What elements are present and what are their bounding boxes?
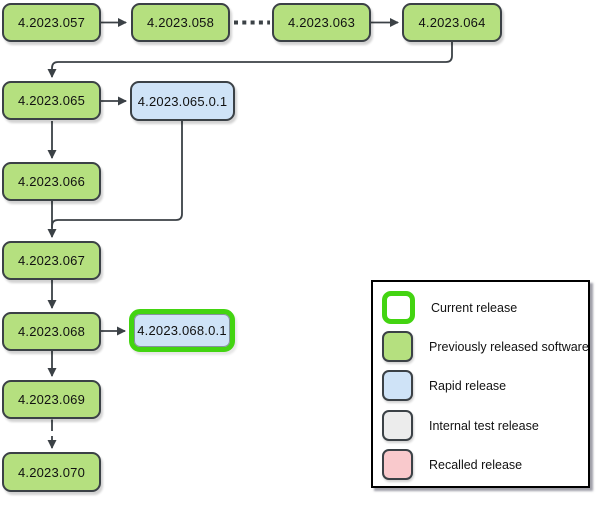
edge-064-065 [47, 42, 453, 78]
rapid-release-swatch [382, 370, 413, 401]
legend-label: Previously released software [429, 339, 589, 354]
legend-item-current-release: Current release [382, 291, 517, 324]
node-4-2023-069: 4.2023.069 [2, 380, 101, 419]
internal-test-release-swatch [382, 410, 413, 441]
legend-label: Rapid release [429, 378, 507, 393]
legend-item-recalled-release: Recalled release [382, 448, 522, 481]
node-4-2023-057: 4.2023.057 [2, 3, 101, 42]
node-4-2023-067: 4.2023.067 [2, 241, 101, 280]
node-4-2023-068-0-1-current-release: 4.2023.068.0.1 [129, 309, 235, 352]
legend-item-rapid-release: Rapid release [382, 369, 506, 402]
legend-label: Recalled release [429, 457, 523, 472]
node-4-2023-065: 4.2023.065 [2, 81, 101, 120]
node-4-2023-065-0-1: 4.2023.065.0.1 [130, 81, 235, 121]
legend: Current release Previously released soft… [371, 280, 590, 488]
legend-item-previously-released: Previously released software [382, 330, 589, 363]
previously-released-swatch [382, 331, 413, 362]
node-4-2023-068: 4.2023.068 [2, 312, 101, 351]
node-4-2023-058: 4.2023.058 [131, 3, 230, 42]
node-4-2023-064: 4.2023.064 [402, 3, 502, 42]
legend-label: Current release [431, 300, 518, 315]
node-4-2023-063: 4.2023.063 [272, 3, 371, 42]
legend-item-internal-test-release: Internal test release [382, 409, 539, 442]
node-4-2023-070: 4.2023.070 [2, 452, 101, 492]
current-release-swatch [382, 291, 415, 324]
node-4-2023-066: 4.2023.066 [2, 162, 101, 201]
legend-label: Internal test release [429, 418, 539, 433]
recalled-release-swatch [382, 449, 413, 480]
